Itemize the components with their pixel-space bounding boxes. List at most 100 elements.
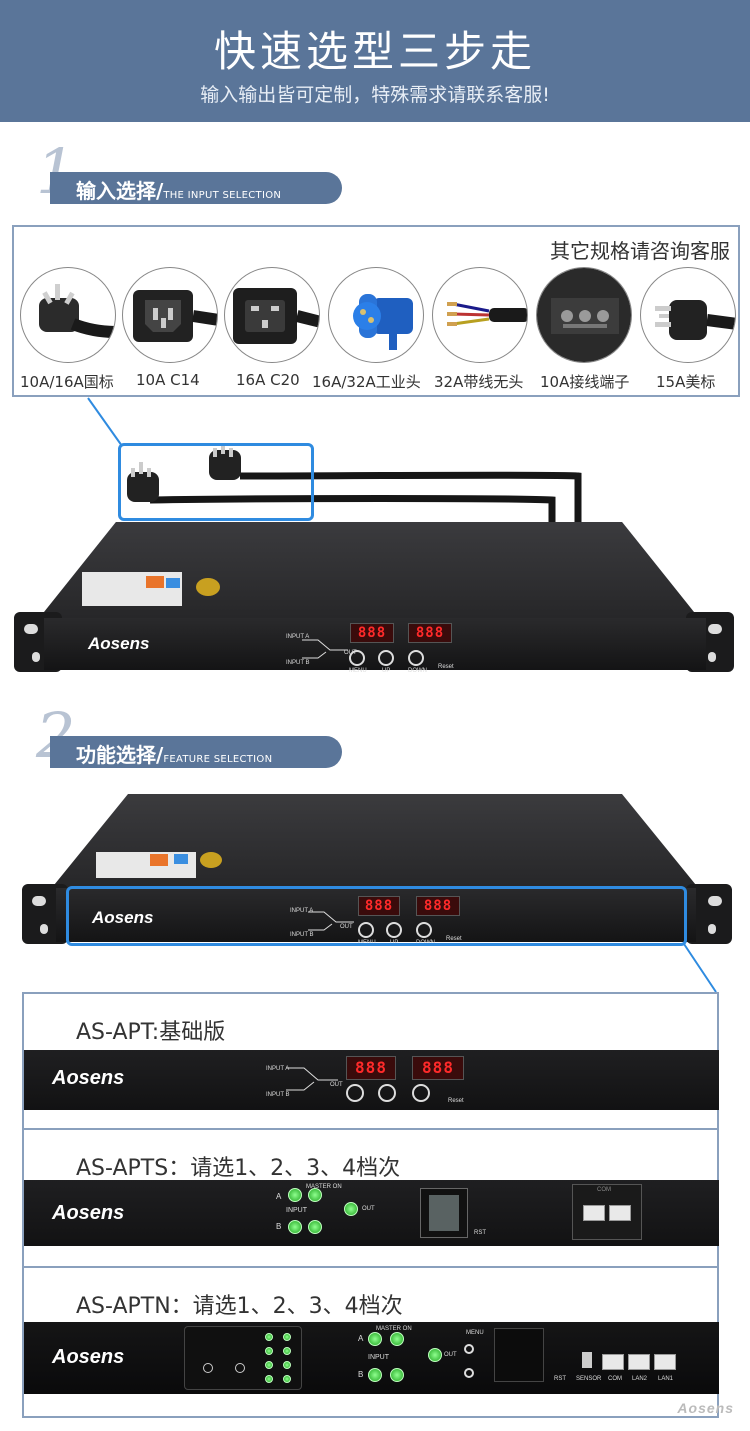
switch-diagram-icon: [308, 911, 354, 931]
variant-title-aptn: AS-APTN：请选1、2、3、4档次: [76, 1294, 403, 1319]
com-label: COM: [597, 1187, 611, 1193]
network-port[interactable]: [609, 1205, 631, 1221]
input-b-letter: B: [276, 1222, 282, 1231]
terminal-block-icon[interactable]: [536, 267, 632, 363]
up-button[interactable]: [464, 1344, 474, 1354]
warning-sticker: [200, 852, 222, 868]
lcd-screen: [494, 1328, 544, 1382]
us-plug-icon[interactable]: [640, 267, 736, 363]
reset-label: Reset: [438, 664, 454, 670]
led-display: 888: [408, 623, 452, 643]
up-label: UP: [382, 668, 391, 674]
menu-button[interactable]: [349, 650, 365, 666]
plug-label: 10A C14: [136, 371, 200, 389]
status-led: [344, 1202, 358, 1216]
bare-wire-icon[interactable]: [432, 267, 528, 363]
label-sticker-blue: [166, 578, 180, 588]
network-port[interactable]: [628, 1354, 650, 1370]
status-led: [428, 1348, 442, 1362]
down-label: DOWN: [408, 668, 427, 674]
watermark-logo: Aosens: [677, 1400, 734, 1416]
down-button[interactable]: [412, 1084, 430, 1102]
reset-label: Reset: [446, 936, 462, 942]
input-a-letter: A: [358, 1334, 364, 1343]
industrial-plug-icon[interactable]: [328, 267, 424, 363]
plug-label: 10A/16A国标: [20, 373, 114, 391]
variant-strip-apt: Aosens INPUT A INPUT B OUT 888 888 Reset: [24, 1050, 719, 1110]
led-display: 888: [358, 896, 400, 916]
divider: [24, 1266, 719, 1268]
header-banner: 快速选型三步走 输入输出皆可定制，特殊需求请联系客服!: [0, 0, 750, 122]
pointer-line: [87, 397, 123, 447]
banner-subtitle: 输入输出皆可定制，特殊需求请联系客服!: [200, 84, 550, 106]
variant-strip-apts: Aosens MASTER ON A INPUT OUT B RST COM: [24, 1180, 719, 1246]
c20-plug-icon[interactable]: [224, 267, 320, 363]
status-led: [288, 1188, 302, 1202]
switch-diagram-icon: [302, 639, 348, 659]
sensor-port[interactable]: [582, 1352, 592, 1368]
input-a-label: INPUT A: [286, 634, 310, 640]
plug-label: 32A带线无头: [434, 373, 524, 391]
pointer-line: [683, 943, 717, 993]
panel-highlight: [66, 886, 687, 946]
down-button[interactable]: [464, 1368, 474, 1378]
variant-strip-aptn: Aosens MASTER ON A INPUT OUT B MENU: [24, 1322, 719, 1394]
variant-title-apts: AS-APTS：请选1、2、3、4档次: [76, 1156, 401, 1181]
led-display: 888: [412, 1056, 464, 1080]
plug-label: 10A接线端子: [540, 373, 630, 391]
led-display: 888: [346, 1056, 396, 1080]
cn-plug-icon[interactable]: [20, 267, 116, 363]
network-port[interactable]: [602, 1354, 624, 1370]
brand-logo: Aosens: [52, 1067, 125, 1089]
rst-label: RST: [474, 1230, 486, 1236]
step-label: 功能选择/FEATURE SELECTION: [76, 739, 272, 768]
label-sticker: [82, 572, 182, 606]
down-button[interactable]: [408, 650, 424, 666]
input-label: INPUT: [368, 1354, 389, 1361]
input-b-label: INPUT B: [266, 1092, 290, 1098]
input-b-label: INPUT B: [290, 932, 314, 938]
input-a-letter: A: [276, 1192, 282, 1201]
step-label-cn: 功能选择/: [76, 743, 164, 767]
input-label: INPUT: [286, 1207, 307, 1214]
menu-button[interactable]: [358, 922, 374, 938]
master-label: MASTER ON: [306, 1184, 342, 1190]
status-led: [308, 1220, 322, 1234]
network-port[interactable]: [654, 1354, 676, 1370]
status-led: [368, 1332, 382, 1346]
lan2-label: LAN2: [632, 1376, 648, 1382]
brand-logo: Aosens: [52, 1202, 125, 1224]
input-a-label: INPUT A: [290, 908, 314, 914]
status-led: [308, 1188, 322, 1202]
divider: [24, 1128, 719, 1130]
status-led: [288, 1220, 302, 1234]
warning-sticker: [196, 578, 220, 596]
other-specs-note: 其它规格请咨询客服: [550, 239, 730, 263]
out-label: OUT: [340, 924, 353, 930]
com-port-block: COM: [572, 1184, 642, 1240]
up-button[interactable]: [386, 922, 402, 938]
menu-button[interactable]: [346, 1084, 364, 1102]
up-button[interactable]: [378, 1084, 396, 1102]
reset-label: Reset: [448, 1098, 464, 1104]
up-button[interactable]: [378, 650, 394, 666]
banner-title: 快速选型三步走: [213, 27, 536, 76]
network-port[interactable]: [583, 1205, 605, 1221]
brand-logo: Aosens: [52, 1346, 125, 1368]
input-b-letter: B: [358, 1370, 364, 1379]
input-b-label: INPUT B: [286, 660, 310, 666]
down-button[interactable]: [416, 922, 432, 938]
c14-plug-icon[interactable]: [122, 267, 218, 363]
sensor-label: SENSOR: [576, 1376, 602, 1382]
label-sticker-blue: [174, 854, 188, 864]
step-2-header: 2 功能选择/FEATURE SELECTION: [28, 705, 348, 786]
com-label: COM: [608, 1376, 622, 1382]
step-1-header: 1 输入选择/THE INPUT SELECTION: [28, 141, 348, 222]
switch-diagram-icon: [286, 1067, 338, 1091]
menu-label: MENU: [466, 1330, 484, 1336]
lan1-label: LAN1: [658, 1376, 674, 1382]
out-label: OUT: [330, 1082, 343, 1088]
step-label-cn: 输入选择/: [76, 179, 164, 203]
step-bar: [50, 736, 342, 768]
